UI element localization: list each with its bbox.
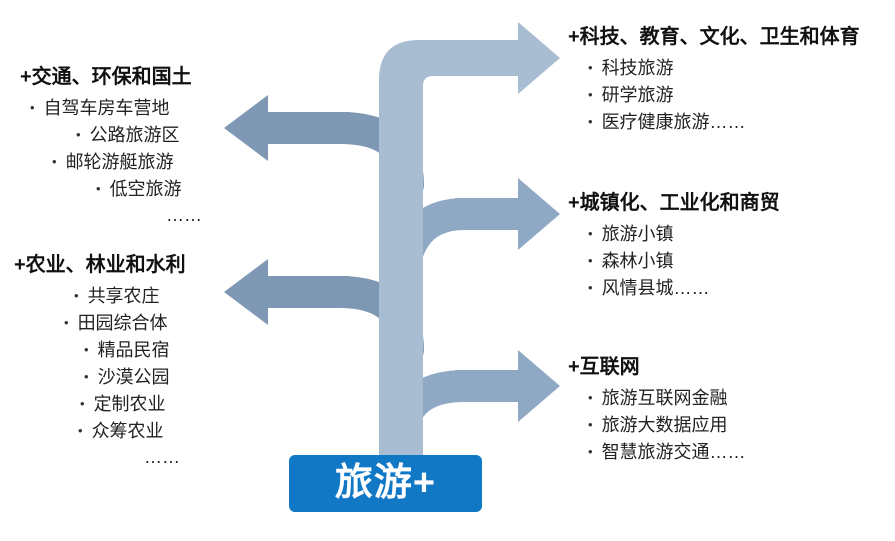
list-item-label: 森林小镇 [601, 251, 674, 271]
list-item: • 定制农业 [80, 390, 334, 417]
bullet-icon: • [588, 444, 593, 459]
list-item: • 精品民宿 [84, 336, 334, 363]
list-item-label: 智慧旅游交通…… [601, 442, 746, 462]
list-item: • 智慧旅游交通…… [568, 438, 888, 465]
list-item: • 众筹农业 [78, 417, 334, 444]
list-item-label: 旅游互联网金融 [601, 388, 728, 408]
list-item: • 邮轮游艇旅游 [52, 148, 340, 175]
list-item-label: 精品民宿 [97, 340, 170, 360]
bullet-icon: • [588, 390, 593, 405]
list-item: • 森林小镇 [568, 247, 888, 274]
list-item-label: 旅游大数据应用 [601, 415, 728, 435]
group-title: +交通、环保和国土 [20, 66, 192, 88]
list-item-label: 自驾车房车营地 [43, 98, 170, 118]
bullet-icon: • [588, 280, 593, 295]
list-item: • 医疗健康旅游…… [568, 108, 888, 135]
list-item: • 共享农庄 [74, 282, 334, 309]
trunk-arrow [379, 22, 560, 460]
list-item-label: 邮轮游艇旅游 [65, 152, 174, 172]
list-item-label: 沙漠公园 [97, 367, 170, 387]
bullet-icon: • [30, 100, 35, 115]
bullet-icon: • [588, 226, 593, 241]
left-group-agriculture: +农业、林业和水利 • 共享农庄 • 田园综合体 • 精品民宿 • 沙漠公园 • 定制农业… [14, 252, 334, 471]
bullet-icon: • [74, 288, 79, 303]
bullet-icon: • [84, 369, 89, 384]
list-item-label: 科技旅游 [601, 58, 674, 78]
list-item: • 自驾车房车营地 [30, 94, 340, 121]
list-item: • 公路旅游区 [76, 121, 340, 148]
list-item: • 研学旅游 [568, 81, 888, 108]
list-item-label: 旅游小镇 [601, 224, 674, 244]
group-title: +农业、林业和水利 [14, 254, 186, 276]
group-title: +城镇化、工业化和商贸 [568, 192, 780, 214]
list-item: • 旅游互联网金融 [568, 384, 888, 411]
right-branch-2-arrow [455, 178, 560, 250]
bullet-icon: • [588, 417, 593, 432]
group-title: +科技、教育、文化、卫生和体育 [568, 26, 860, 48]
left-branch-1-arrow [224, 95, 350, 161]
list-item-label: 定制农业 [93, 394, 166, 414]
list-item-label: 共享农庄 [87, 286, 160, 306]
list-item-label: 公路旅游区 [89, 125, 180, 145]
list-item: • 风情县城…… [568, 274, 888, 301]
list-item-label: 低空旅游 [109, 179, 182, 199]
list-item: …… [144, 444, 334, 471]
bullet-icon: • [80, 396, 85, 411]
list-item-label: 风情县城…… [601, 278, 710, 298]
bullet-icon: • [64, 315, 69, 330]
list-item: …… [166, 202, 340, 229]
list-item-label: 田园综合体 [77, 313, 168, 333]
bullet-icon: • [588, 253, 593, 268]
bullet-icon: • [588, 114, 593, 129]
bullet-icon: • [588, 60, 593, 75]
right-group-internet: +互联网 • 旅游互联网金融 • 旅游大数据应用 • 智慧旅游交通…… [568, 354, 888, 465]
group-title: +互联网 [568, 356, 640, 378]
list-item: • 低空旅游 [96, 175, 340, 202]
list-item-label: 研学旅游 [601, 85, 674, 105]
bullet-icon: • [588, 87, 593, 102]
list-item: • 旅游大数据应用 [568, 411, 888, 438]
list-item: • 科技旅游 [568, 54, 888, 81]
right-group-tech: +科技、教育、文化、卫生和体育 • 科技旅游 • 研学旅游 • 医疗健康旅游…… [568, 24, 888, 135]
list-item-label: 众筹农业 [91, 421, 164, 441]
bullet-icon: • [96, 181, 101, 196]
left-group-transport: +交通、环保和国土 •自驾车房车营地 •公路旅游区 •邮轮游艇旅游 •低空旅游 … [20, 64, 340, 229]
right-group-urbanization: +城镇化、工业化和商贸 • 旅游小镇 • 森林小镇 • 风情县城…… [568, 190, 888, 301]
bullet-icon: • [52, 154, 57, 169]
list-item: • 旅游小镇 [568, 220, 888, 247]
list-item: • 田园综合体 [64, 309, 334, 336]
bullet-icon: • [78, 423, 83, 438]
center-node: 旅游+ [289, 455, 482, 512]
bullet-icon: • [76, 127, 81, 142]
list-item-label: …… [166, 205, 202, 225]
list-item: • 沙漠公园 [84, 363, 334, 390]
bullet-icon: • [84, 342, 89, 357]
right-branch-3-arrow [455, 350, 560, 422]
list-item-label: …… [144, 447, 180, 467]
list-item-label: 医疗健康旅游…… [601, 112, 746, 132]
left-branch-2-arrow [224, 259, 350, 325]
